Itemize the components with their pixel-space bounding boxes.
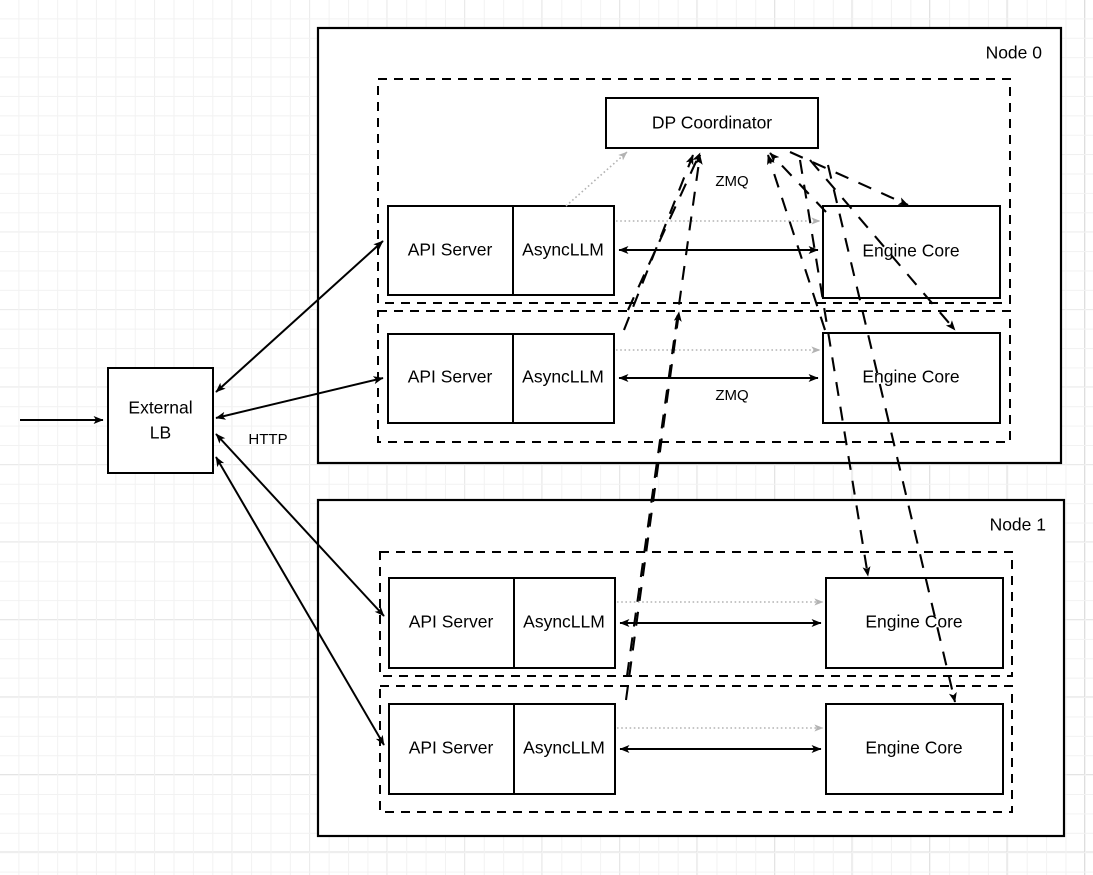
node-0-group-0-api-server-label: API Server xyxy=(408,240,493,260)
coordinator-to-node-1-group-0-enginecore-edge xyxy=(798,159,871,577)
external-lb-label-line2: LB xyxy=(150,423,171,443)
asyncllm-to-dp-coordinator-dotted-edge xyxy=(565,151,628,207)
node-1-label: Node 1 xyxy=(990,515,1046,535)
dp-coordinator-label: DP Coordinator xyxy=(652,113,772,133)
node-1-group-1-asyncllm-label: AsyncLLM xyxy=(523,738,605,758)
node-0-group-0-asyncllm-label: AsyncLLM xyxy=(522,240,604,260)
node-1-group-0-apiserver-asyncllm-box[interactable] xyxy=(388,577,616,669)
node-1-group-1-api-server-label: API Server xyxy=(409,738,494,758)
lb-to-node0-group0-apiserver-edge xyxy=(215,240,384,393)
node-0-group-1-asyncllm-to-coordinator-edge xyxy=(623,154,694,331)
node-0-group-1-enginecore-to-coordinator-edge xyxy=(767,154,826,331)
node-1-group-1-boundary xyxy=(379,685,1013,813)
lb-to-node1-group1-apiserver-edge xyxy=(215,456,385,746)
external-lb-box[interactable] xyxy=(107,367,214,474)
coordinator-to-node-1-group-1-enginecore-edge xyxy=(826,164,957,703)
node-1-group-1-asyncllm-to-coordinator-edge xyxy=(624,311,682,701)
node-0-label: Node 0 xyxy=(986,43,1043,63)
node-1-group-0-asyncllm-label: AsyncLLM xyxy=(523,612,605,632)
node-1-group-0-asyncllm-to-coordinator-edge xyxy=(625,154,703,677)
node-1-group-0-boundary xyxy=(379,551,1013,677)
node-0-group-1-zmq-label: ZMQ xyxy=(715,387,748,404)
node-0-group-1-apiserver-asyncllm-box[interactable] xyxy=(387,333,615,424)
node-0-group-0-apiserver-asyncllm-box[interactable] xyxy=(387,205,615,296)
node-0-group-0-engine-core-label: Engine Core xyxy=(862,241,959,261)
dp-coordinator-box[interactable] xyxy=(605,97,819,149)
node-0-group-1-asyncllm-label: AsyncLLM xyxy=(522,367,604,387)
node-0-group-0-boundary xyxy=(377,78,1011,304)
node-1-group-1-engine-core-label: Engine Core xyxy=(865,738,962,758)
node-0-group-0-asyncllm-to-coordinator-edge xyxy=(627,152,701,311)
node-1-group-1-enginecore-box[interactable] xyxy=(825,703,1004,795)
node-0-group-0-enginecore-to-coordinator-edge xyxy=(769,152,827,213)
node-1-group-0-api-server-label: API Server xyxy=(409,612,494,632)
node-0-zmq-label: ZMQ xyxy=(715,173,748,190)
coordinator-to-node-0-group-1-enginecore-edge xyxy=(809,159,956,331)
node-1-group-0-enginecore-box[interactable] xyxy=(825,577,1004,669)
node-0-group-1-enginecore-box[interactable] xyxy=(822,332,1001,424)
http-edge-label: HTTP xyxy=(248,431,287,448)
external-lb-label-line1: External xyxy=(128,398,192,418)
coordinator-to-node-0-group-0-enginecore-edge xyxy=(789,151,909,206)
lb-to-node0-group1-apiserver-edge xyxy=(215,376,384,420)
node-1-group-1-apiserver-asyncllm-box[interactable] xyxy=(388,703,616,795)
node-1-group-0-engine-core-label: Engine Core xyxy=(865,612,962,632)
node-0-group-1-api-server-label: API Server xyxy=(408,367,493,387)
node-0-group-1-engine-core-label: Engine Core xyxy=(862,367,959,387)
node-0-group-0-enginecore-box[interactable] xyxy=(822,205,1001,299)
